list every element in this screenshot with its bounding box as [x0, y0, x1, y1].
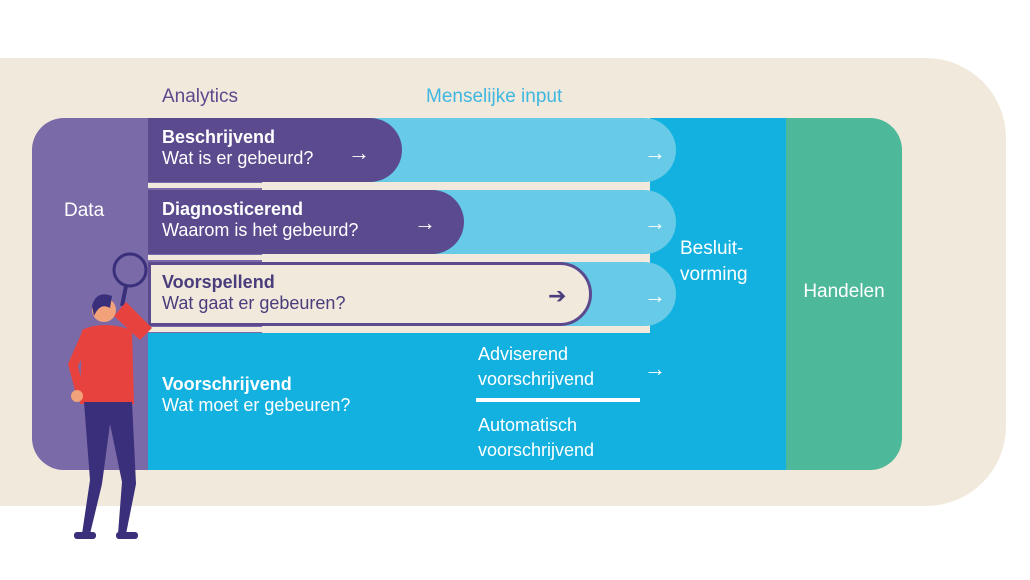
arrow-right-icon: →: [644, 356, 666, 381]
besluitvorming-line2: vorming: [680, 264, 748, 285]
option-line1: Adviserend: [478, 344, 569, 364]
arrow-circle-icon: ➔: [548, 283, 567, 308]
option-adviserend: Adviserend voorschrijvend: [478, 342, 594, 392]
option-divider: [476, 398, 640, 402]
row-divider: [148, 255, 640, 260]
row-divider: [148, 327, 640, 332]
arrow-right-icon: →: [644, 283, 666, 308]
handelen-label: Handelen: [803, 281, 885, 302]
row-title: Beschrijvend: [162, 127, 276, 147]
row-subtitle: Wat moet er gebeuren?: [162, 395, 351, 415]
data-label: Data: [64, 200, 105, 221]
analytics-bar-voorspellend: [148, 262, 592, 326]
header-human-input: Menselijke input: [426, 86, 563, 107]
row-title: Diagnosticerend: [162, 199, 304, 219]
row-divider: [148, 183, 640, 188]
besluitvorming-line1: Besluit-: [680, 238, 744, 259]
row-voorschrijvend-text: Voorschrijvend Wat moet er gebeuren?: [162, 374, 350, 416]
option-automatisch: Automatisch voorschrijvend: [478, 413, 594, 463]
arrow-right-icon: →: [644, 140, 666, 165]
row-subtitle: Wat gaat er gebeuren?: [162, 293, 346, 313]
row-subtitle: Waarom is het gebeurd?: [162, 220, 359, 240]
option-line1: Automatisch: [478, 415, 578, 435]
row-beschrijvend-text: Beschrijvend Wat is er gebeurd?: [162, 127, 313, 169]
row-diagnosticerend-text: Diagnosticerend Waarom is het gebeurd?: [162, 199, 358, 241]
analytics-bar-beschrijvend: [148, 118, 402, 182]
arrow-right-icon: →: [644, 210, 666, 235]
row-voorspellend-text: Voorspellend Wat gaat er gebeuren?: [162, 272, 345, 314]
person-with-magnifier-icon: [62, 244, 172, 546]
besluitvorming-label: Besluit- vorming: [680, 236, 748, 288]
row-title: Voorschrijvend: [162, 374, 292, 394]
option-line2: voorschrijvend: [478, 440, 595, 460]
row-subtitle: Wat is er gebeurd?: [162, 148, 314, 168]
row-title: Voorspellend: [162, 272, 275, 292]
arrow-right-icon: →: [414, 210, 436, 235]
option-line2: voorschrijvend: [478, 369, 595, 389]
header-analytics: Analytics: [162, 86, 239, 107]
arrow-right-icon: →: [348, 140, 370, 165]
analytics-bar-diagnosticerend: [148, 190, 464, 254]
